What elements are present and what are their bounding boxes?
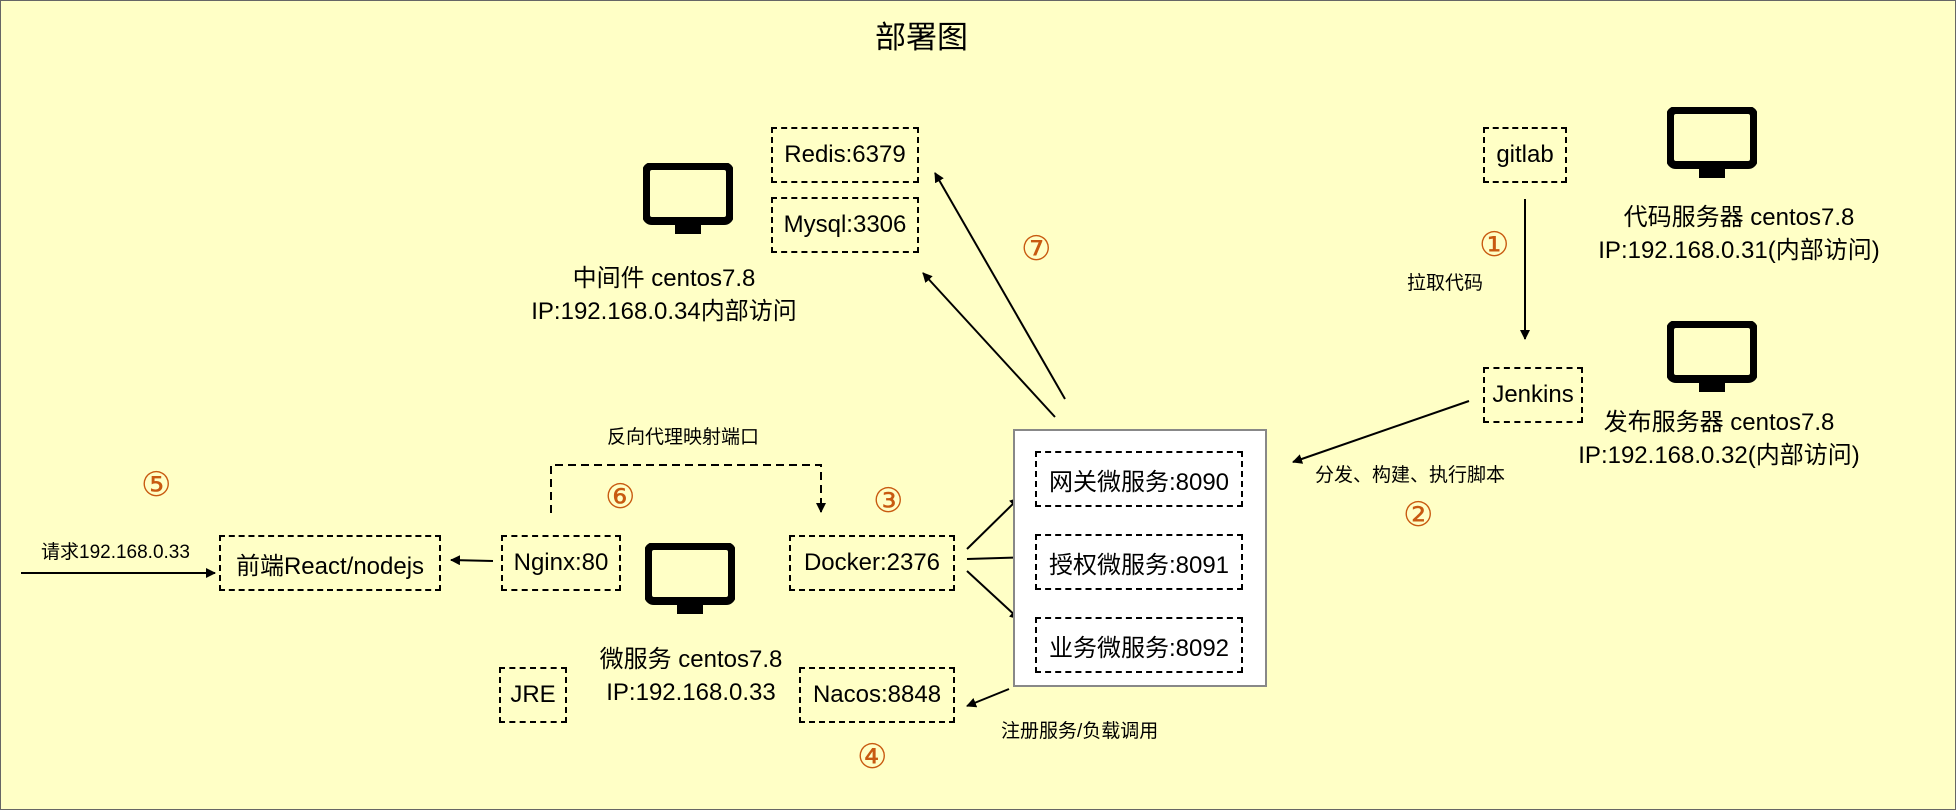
step-5-number: ⑤ xyxy=(141,466,172,504)
release-server-name: 发布服务器 centos7.8 xyxy=(1603,409,1835,436)
reverse-proxy-label: 反向代理映射端口 xyxy=(607,427,760,448)
register-label: 注册服务/负载调用 xyxy=(1001,721,1159,742)
step-6-number: ⑥ xyxy=(605,478,636,516)
microservice-monitor-icon xyxy=(645,543,735,614)
microservices-panel xyxy=(1013,429,1267,687)
step-1-number: ① xyxy=(1479,226,1510,264)
gitlab-box: gitlab xyxy=(1483,127,1567,183)
code-server-name: 代码服务器 centos7.8 xyxy=(1623,204,1855,231)
step-3-number: ③ xyxy=(873,482,904,520)
microservice-server-ip: IP:192.168.0.33 xyxy=(606,679,776,706)
redis-box: Redis:6379 xyxy=(771,127,919,183)
arrow-jenkins-to-panel xyxy=(1292,400,1470,464)
request-label: 请求192.168.0.33 xyxy=(41,542,190,563)
code-server-ip: IP:192.168.0.31(内部访问) xyxy=(1598,237,1880,264)
diagram-title: 部署图 xyxy=(875,20,968,55)
arrow-to-redis xyxy=(934,172,1066,400)
arrow-docker-to-business xyxy=(966,570,1020,620)
step-4-number: ④ xyxy=(857,738,888,776)
step-2-number: ② xyxy=(1403,496,1434,534)
jenkins-box: Jenkins xyxy=(1483,367,1583,423)
arrow-nginx-to-frontend xyxy=(450,555,494,566)
middleware-server-ip: IP:192.168.0.34内部访问 xyxy=(531,298,797,325)
release-server-ip: IP:192.168.0.32(内部访问) xyxy=(1578,442,1860,469)
auth-service-box: 授权微服务:8091 xyxy=(1035,534,1243,590)
microservice-server-name: 微服务 centos7.8 xyxy=(599,646,783,673)
code-server-monitor-icon xyxy=(1667,107,1757,178)
arrow-reverse-proxy xyxy=(550,464,826,513)
arrow-panel-to-nacos xyxy=(966,688,1010,708)
docker-box: Docker:2376 xyxy=(789,535,955,591)
business-service-box: 业务微服务:8092 xyxy=(1035,617,1243,673)
mysql-box: Mysql:3306 xyxy=(771,197,919,253)
middleware-server-name: 中间件 centos7.8 xyxy=(572,265,756,292)
middleware-monitor-icon xyxy=(643,163,733,234)
arrow-docker-to-gateway xyxy=(966,497,1020,550)
distribute-label: 分发、构建、执行脚本 xyxy=(1315,465,1506,486)
jre-box: JRE xyxy=(499,667,567,723)
release-server-monitor-icon xyxy=(1667,321,1757,392)
gateway-service-box: 网关微服务:8090 xyxy=(1035,451,1243,507)
arrow-to-mysql xyxy=(922,272,1056,418)
frontend-box: 前端React/nodejs xyxy=(219,535,441,591)
nginx-box: Nginx:80 xyxy=(501,535,621,591)
step-7-number: ⑦ xyxy=(1021,230,1052,268)
pull-code-label: 拉取代码 xyxy=(1407,273,1484,294)
nacos-box: Nacos:8848 xyxy=(799,667,955,723)
